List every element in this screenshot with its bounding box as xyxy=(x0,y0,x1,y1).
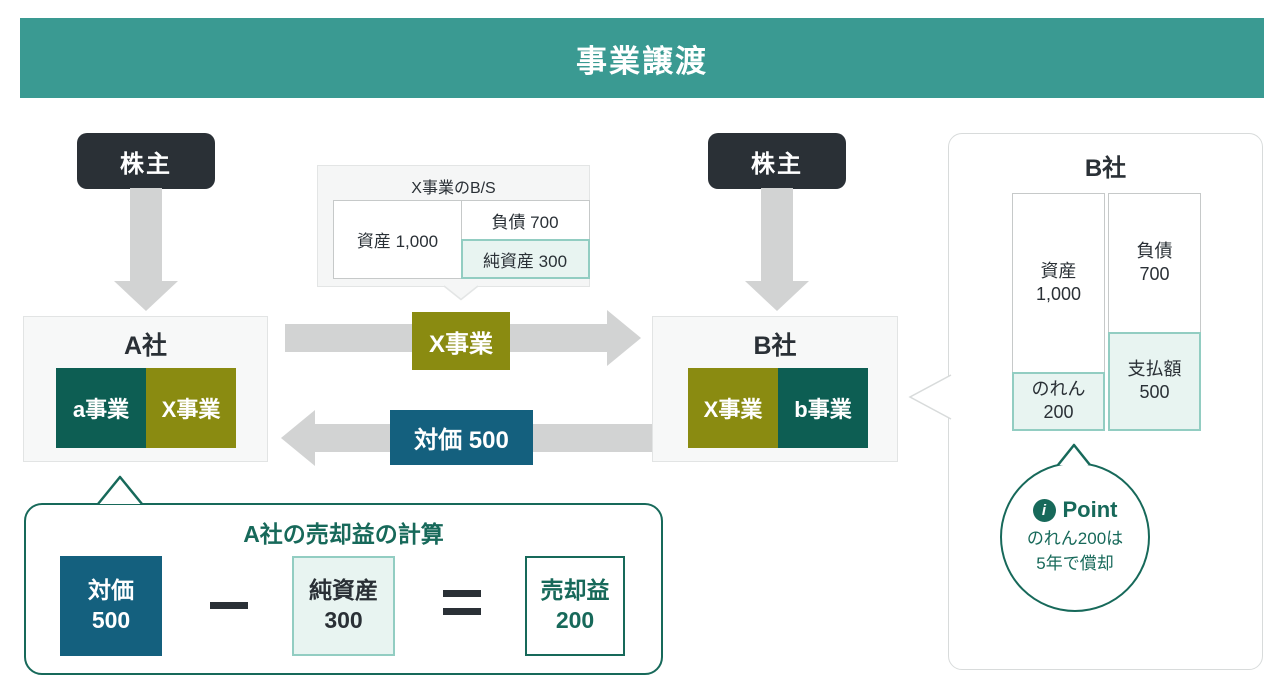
segment-a-business: a事業 xyxy=(56,368,146,448)
bs-popup-pointer xyxy=(443,284,479,300)
sheet-liability-cell: 負債 700 xyxy=(1108,193,1201,333)
segment-x-business-b: X事業 xyxy=(688,368,778,448)
page-title: 事業譲渡 xyxy=(576,43,708,79)
point-title-row: i Point xyxy=(1032,497,1118,523)
sheet-asset-label: 資産 xyxy=(1040,260,1077,281)
bs-net-assets-text: 純資産 300 xyxy=(482,251,568,271)
bs-asset-text: 資産 1,000 xyxy=(356,232,439,251)
segment-b-business-label: b事業 xyxy=(794,397,852,422)
arrow-shareholder-b-shaft xyxy=(761,188,793,282)
sheet-goodwill-value: 200 xyxy=(1043,402,1074,422)
company-b-name: B社 xyxy=(753,332,797,360)
calc-gain-value: 200 xyxy=(555,607,595,633)
bs-net-assets-cell: 純資産 300 xyxy=(460,239,590,279)
shareholder-a-badge: 株主 xyxy=(77,133,215,189)
x-business-bs-title: X事業のB/S xyxy=(411,180,496,197)
calc-gain-label: 売却益 xyxy=(540,577,610,604)
segment-x-business-a-label: X事業 xyxy=(161,397,221,422)
gain-calculation-pointer xyxy=(97,475,143,505)
shareholder-b-badge: 株主 xyxy=(708,133,846,189)
segment-x-business-b-label: X事業 xyxy=(703,397,763,422)
sheet-payment-label: 支払額 xyxy=(1127,358,1182,379)
point-bubble-pointer xyxy=(1057,443,1091,466)
flow-consideration-text: 対価 500 xyxy=(414,427,509,454)
bs-liability-cell: 負債 700 xyxy=(460,200,590,240)
arrow-shareholder-a-head xyxy=(114,281,178,311)
gain-calculation-box: A社の売却益の計算 対価 500 純資産 300 売却益 200 xyxy=(24,503,663,675)
info-icon: i xyxy=(1032,498,1056,522)
point-bubble: i Point のれん200は 5年で償却 xyxy=(1000,462,1150,612)
sheet-payment-cell: 支払額 500 xyxy=(1108,331,1201,431)
calc-net-assets-label: 純資産 xyxy=(309,577,378,604)
sheet-asset-cell: 資産 1,000 xyxy=(1012,193,1105,373)
sheet-goodwill-cell: のれん 200 xyxy=(1012,371,1105,431)
calc-net-assets-box: 純資産 300 xyxy=(292,556,395,656)
point-line-2: 5年で償却 xyxy=(1036,554,1114,573)
company-b-box: B社 X事業 b事業 xyxy=(652,316,898,462)
shareholder-b-label: 株主 xyxy=(751,150,803,178)
shareholder-a-label: 株主 xyxy=(120,150,172,178)
segment-b-business: b事業 xyxy=(778,368,868,448)
calc-gain-box: 売却益 200 xyxy=(525,556,625,656)
arrow-business-transfer-head xyxy=(607,310,641,366)
sheet-liability-label: 負債 xyxy=(1136,240,1173,261)
title-banner: 事業譲渡 xyxy=(20,18,1264,98)
flow-consideration-label: 対価 500 xyxy=(390,410,533,465)
equals-operator-bottom xyxy=(443,608,481,615)
equals-operator-top xyxy=(443,590,481,597)
flow-business-label: X事業 xyxy=(412,312,510,370)
arrow-shareholder-a-shaft xyxy=(130,188,162,282)
detail-panel-title: B社 xyxy=(1084,155,1127,182)
calc-consideration-value: 500 xyxy=(91,607,131,633)
point-title-text: Point xyxy=(1062,497,1118,523)
company-a-box: A社 a事業 X事業 xyxy=(23,316,268,462)
sheet-goodwill-label: のれん xyxy=(1031,378,1086,399)
segment-x-business-a: X事業 xyxy=(146,368,236,448)
detail-panel-pointer xyxy=(908,374,952,420)
gain-calculation-title: A社の売却益の計算 xyxy=(243,521,444,547)
calc-consideration-box: 対価 500 xyxy=(60,556,162,656)
bs-asset-cell: 資産 1,000 xyxy=(333,200,462,279)
segment-a-business-label: a事業 xyxy=(72,397,130,422)
arrow-shareholder-b-head xyxy=(745,281,809,311)
sheet-asset-value: 1,000 xyxy=(1035,284,1082,304)
company-a-name: A社 xyxy=(123,332,168,360)
sheet-payment-value: 500 xyxy=(1139,382,1170,402)
bs-liability-text: 負債 700 xyxy=(491,212,559,232)
minus-operator xyxy=(210,602,248,609)
arrow-consideration-head xyxy=(281,410,315,466)
flow-business-text: X事業 xyxy=(428,330,493,358)
x-business-bs-popup: X事業のB/S 資産 1,000 負債 700 純資産 300 xyxy=(317,165,590,287)
calc-consideration-label: 対価 xyxy=(88,577,134,604)
point-line-1: のれん200は xyxy=(1026,529,1124,549)
sheet-liability-value: 700 xyxy=(1139,264,1170,284)
calc-net-assets-value: 300 xyxy=(324,607,363,633)
